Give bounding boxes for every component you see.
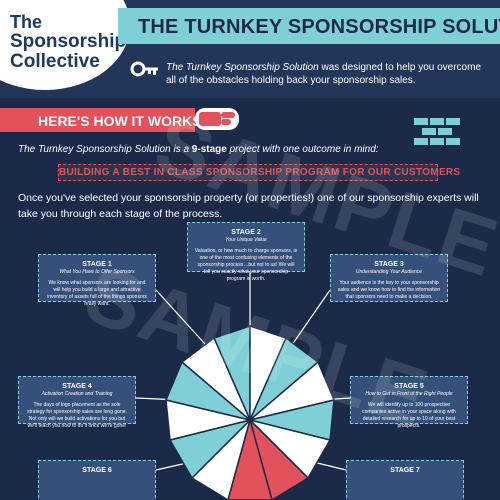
stage-title: STAGE 2 <box>231 229 261 236</box>
stage-body: The days of logo placement as the sole s… <box>27 402 127 429</box>
process-text: Once you've selected your sponsorship pr… <box>18 192 479 220</box>
stage-title: STAGE 1 <box>82 261 112 268</box>
stage-title: STAGE 4 <box>62 383 92 390</box>
brick-wall-icon <box>414 118 460 145</box>
stage-body: Valuation, or how much to charge sponsor… <box>194 248 298 282</box>
stage-2-card: STAGE 2 Your Unique Value Valuation, or … <box>187 222 305 282</box>
page-title: THE TURNKEY SPONSORSHIP SOLUTION <box>138 16 500 38</box>
logo: The Sponsorship Collective <box>0 0 130 90</box>
intro-product-name: The Turnkey Sponsorship Solution <box>166 62 319 73</box>
stage-subtitle: Your Unique Value <box>225 237 267 243</box>
stage-body: Your audience is the key to your sponsor… <box>337 280 441 300</box>
stage-title: STAGE 7 <box>390 467 420 474</box>
goal-banner: BUILDING A BEST IN CLASS SPONSORSHIP PRO… <box>58 164 461 181</box>
stage-subtitle: How to Get in Front of the Right People <box>365 391 453 397</box>
stage-7-card: STAGE 7 <box>346 460 464 500</box>
stage-5-card: STAGE 5 How to Get in Front of the Right… <box>350 376 468 429</box>
stage-title: STAGE 5 <box>394 383 424 390</box>
logo-text: The Sponsorship Collective <box>10 12 126 72</box>
description-stage-count: 9-stage <box>191 144 227 155</box>
how-it-works-label: HERE'S HOW IT WORKS <box>38 113 202 129</box>
stage-body: We will identify up to 100 prospective c… <box>362 402 456 429</box>
stage-3-card: STAGE 3 Understanding Your Audience Your… <box>330 254 448 302</box>
project-description: The Turnkey Sponsorship Solution is a 9-… <box>18 144 379 155</box>
intro-text: The Turnkey Sponsorship Solution was des… <box>166 61 492 87</box>
stage-subtitle: What You Have to Offer Sponsors <box>59 269 135 275</box>
stage-subtitle: Understanding Your Audience <box>355 269 423 275</box>
stage-1-card: STAGE 1 What You Have to Offer Sponsors … <box>38 254 156 307</box>
description-prefix: The Turnkey Sponsorship Solution is a <box>18 144 192 155</box>
title-bar: THE TURNKEY SPONSORSHIP SOLUTION <box>118 8 500 44</box>
intro-rest: was designed to help you overcome all of… <box>166 62 482 86</box>
logo-line-1: The <box>10 12 43 32</box>
stage-title: STAGE 3 <box>374 261 404 268</box>
stage-title: STAGE 6 <box>82 467 112 474</box>
pointing-hand-icon <box>195 108 239 130</box>
logo-line-2: Sponsorship <box>10 31 127 52</box>
goal-text: BUILDING A BEST IN CLASS SPONSORSHIP PRO… <box>59 167 461 178</box>
stage-4-card: STAGE 4 Activation Creation and Training… <box>18 376 136 429</box>
key-icon <box>130 61 158 77</box>
how-it-works-banner: HERE'S HOW IT WORKS <box>0 108 202 132</box>
logo-line-3: Collective <box>10 51 100 72</box>
stage-subtitle: Activation Creation and Training <box>41 391 113 397</box>
stage-6-card: STAGE 6 <box>38 460 156 500</box>
wheel-segments <box>164 324 336 500</box>
stage-body: We know what sponsors are looking for an… <box>47 280 147 307</box>
description-suffix: project with one outcome in mind: <box>226 144 379 155</box>
